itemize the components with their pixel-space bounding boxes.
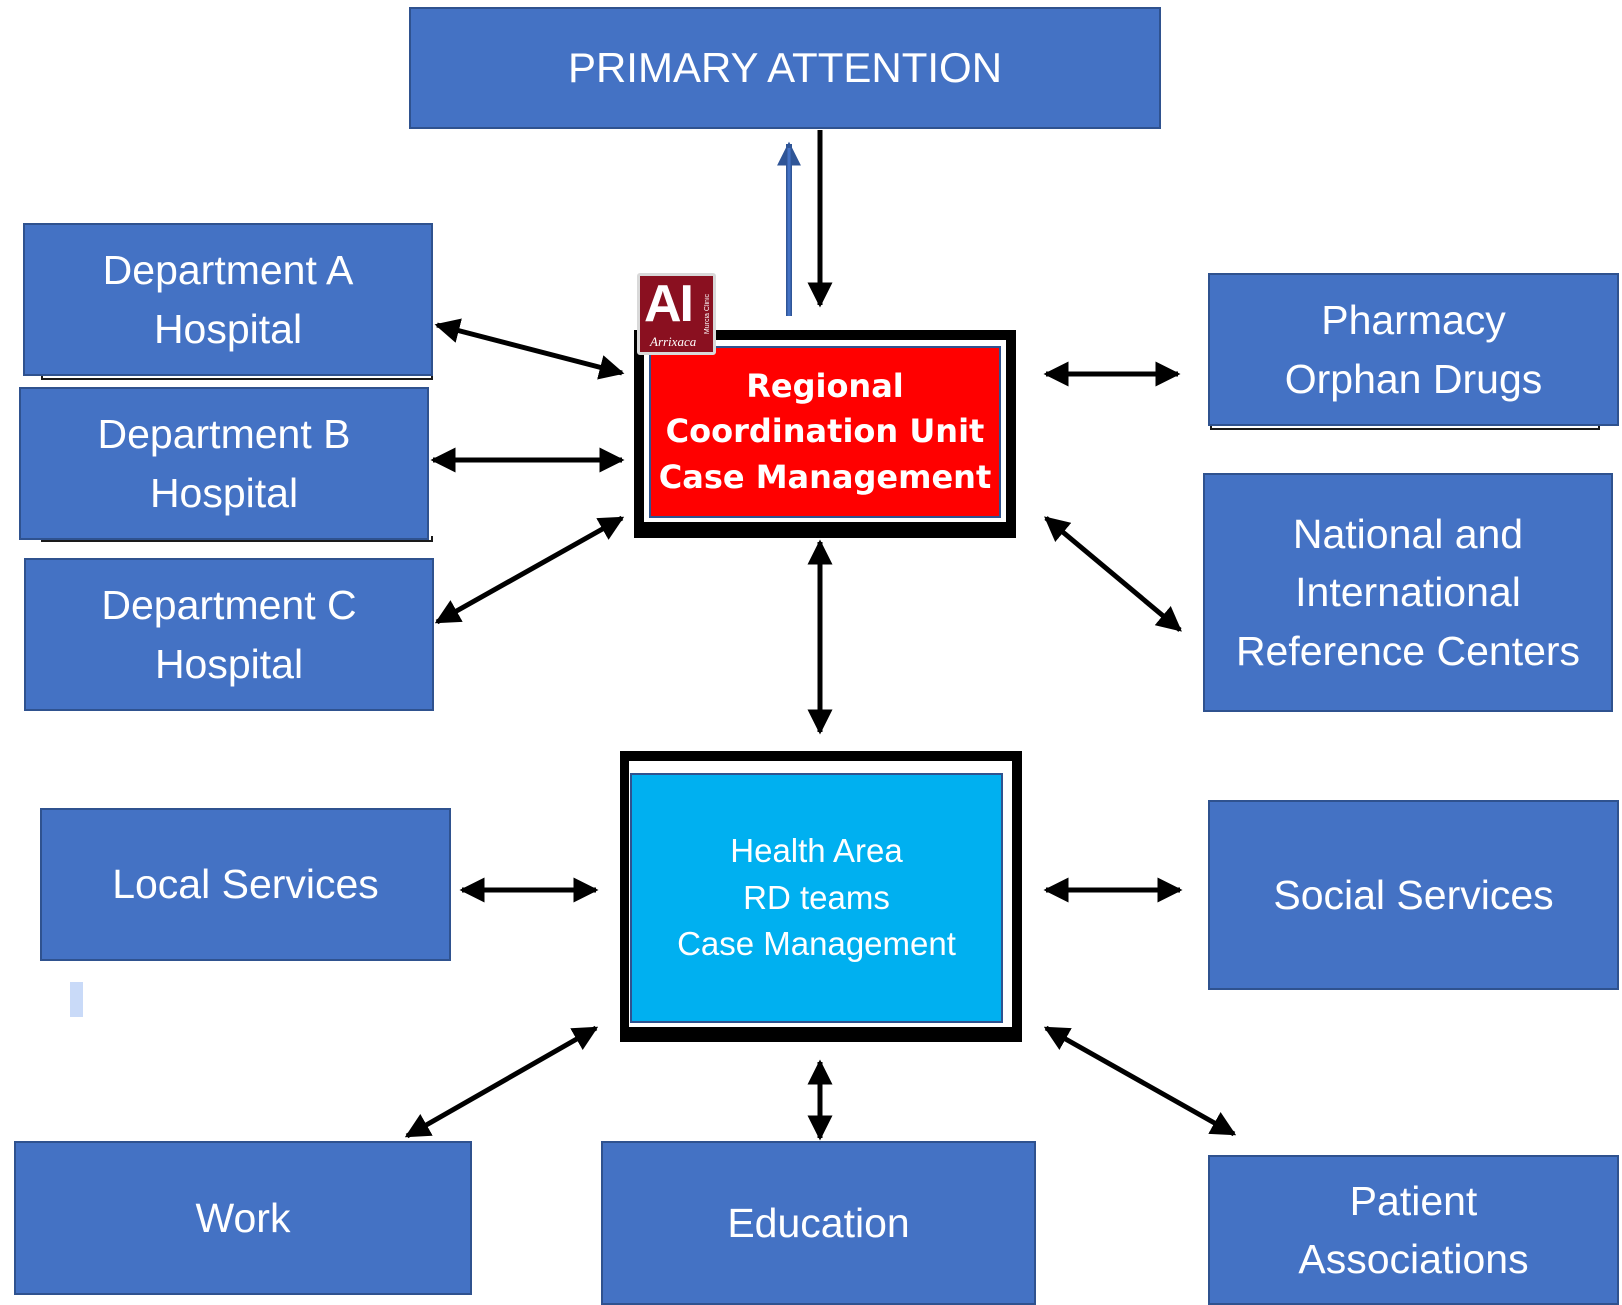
arrow-health-work [404,1025,599,1139]
dept-a-line2: Hospital [153,305,303,352]
pharmacy-orphan-drugs-box: Pharmacy Orphan Drugs [1208,273,1619,426]
dept-c-line2: Hospital [154,640,304,687]
pharmacy-shadow [1210,424,1600,430]
regional-line2: Coordination Unit [665,412,985,451]
dept-b-line1: Department B [97,411,351,458]
logo-side-text: Murcia Clinic [704,294,711,335]
dept-c-line1: Department C [101,582,357,629]
local-services-label: Local Services [112,861,379,908]
local-services-box: Local Services [40,808,451,961]
patient-associations-box: Patient Associations [1208,1155,1619,1305]
reference-line1: National and [1292,511,1524,558]
regional-coordination-unit-box: Regional Coordination Unit Case Manageme… [649,346,1001,518]
dept-a-line1: Department A [102,247,354,294]
health-line1: Health Area [730,831,903,869]
health-line3: Case Management [677,925,956,963]
primary-attention-box: PRIMARY ATTENTION [409,7,1161,129]
regional-line1: Regional [746,366,904,405]
patient-line1: Patient [1349,1177,1478,1224]
reference-line2: International [1295,569,1521,616]
social-services-label: Social Services [1273,871,1554,918]
health-area-box: Health Area RD teams Case Management [630,773,1003,1023]
arrow-dept-a-regional [434,318,625,380]
pharmacy-line2: Orphan Drugs [1284,355,1543,402]
department-a-hospital-box: Department A Hospital [23,223,433,376]
primary-attention-label: PRIMARY ATTENTION [567,44,1003,92]
reference-line3: Reference Centers [1235,627,1581,674]
education-label: Education [727,1199,910,1246]
education-box: Education [601,1141,1036,1305]
health-line2: RD teams [743,878,890,916]
department-c-hospital-box: Department C Hospital [24,558,434,711]
social-services-box: Social Services [1208,800,1619,990]
pharmacy-line1: Pharmacy [1321,297,1506,344]
arrow-regional-reference [1044,516,1182,632]
arrixaca-logo: AI Arrixaca Murcia Clinic [637,273,716,355]
work-box: Work [14,1141,472,1295]
reference-centers-box: National and International Reference Cen… [1203,473,1613,712]
logo-script: Arrixaca [650,334,697,349]
arrow-health-patients [1043,1025,1237,1137]
regional-line3: Case Management [658,457,992,496]
work-label: Work [195,1194,291,1241]
patient-line2: Associations [1298,1236,1529,1282]
department-b-hospital-box: Department B Hospital [19,387,429,540]
dept-a-shadow [41,374,433,380]
logo-mark: AI [644,275,694,333]
decorative-marker [70,982,83,1017]
arrow-dept-c-regional [434,515,625,625]
dept-b-line2: Hospital [149,469,299,516]
